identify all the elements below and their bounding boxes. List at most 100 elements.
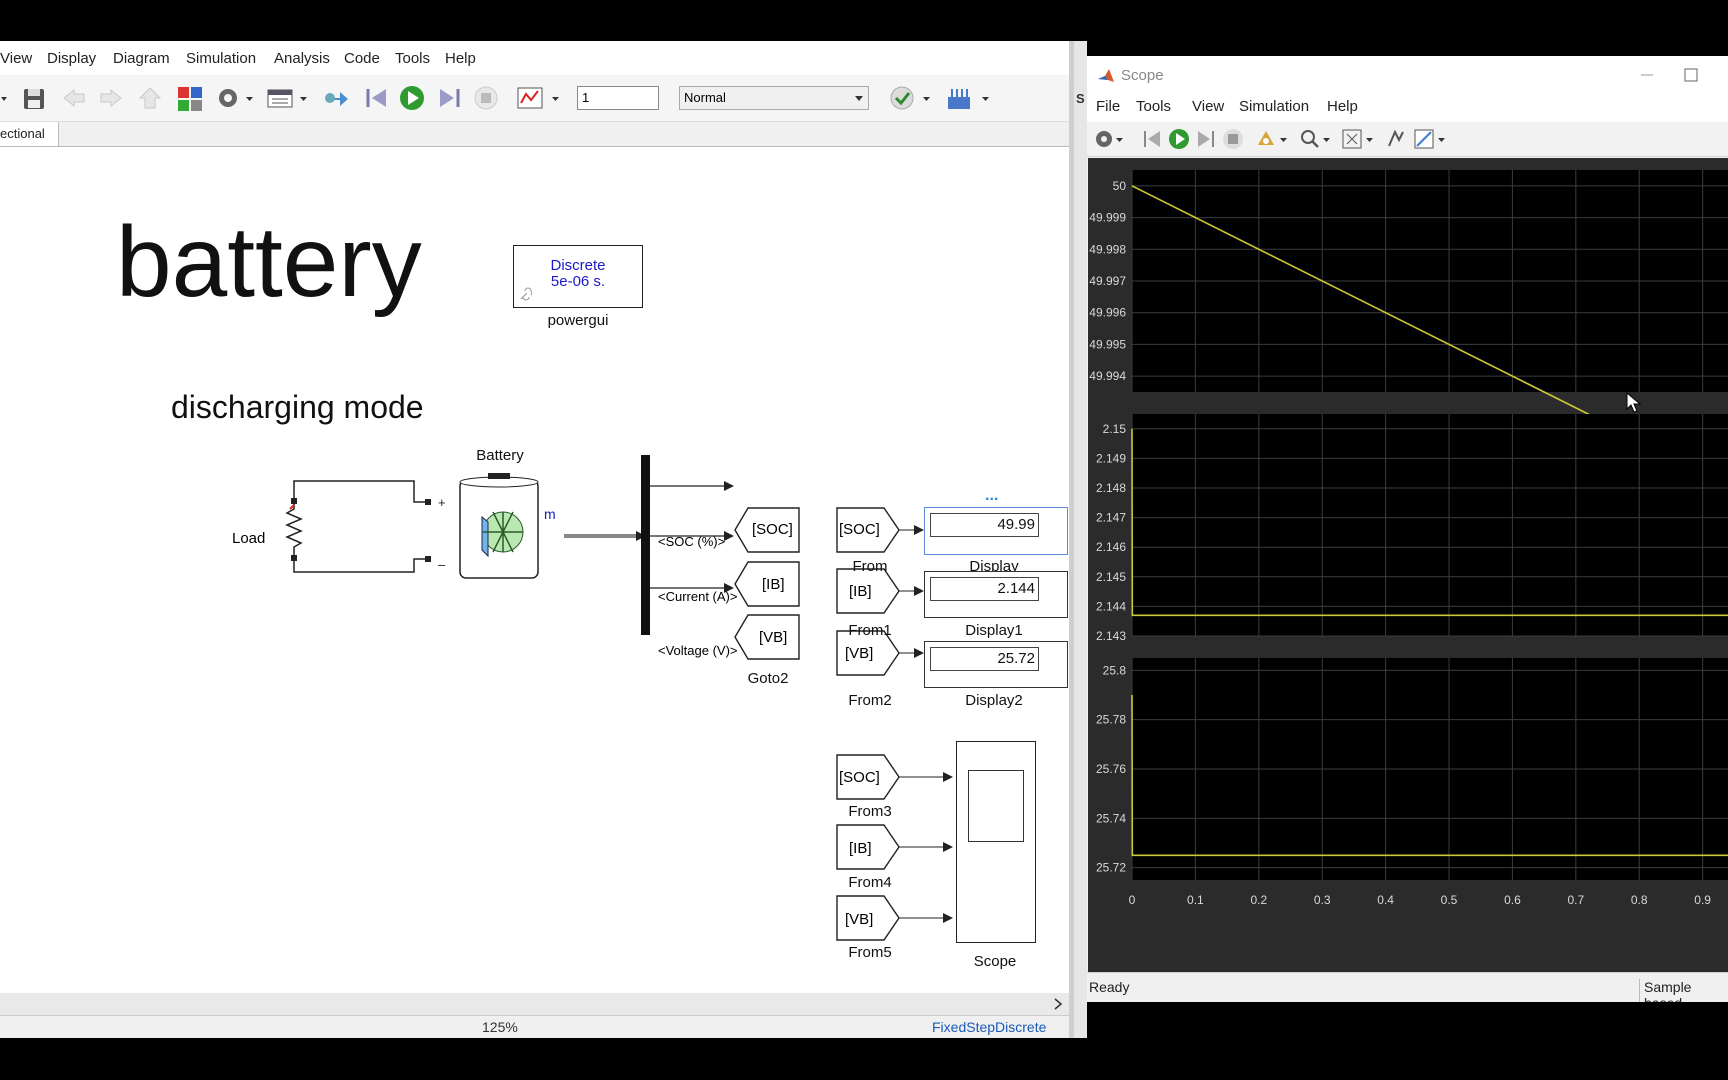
simulink-statusbar: 125% FixedStepDiscrete [0, 1015, 1069, 1038]
chevron-down-icon[interactable] [921, 85, 933, 111]
chevron-down-icon[interactable] [1279, 128, 1289, 150]
link-icon [520, 287, 533, 301]
build-icon[interactable] [945, 85, 973, 111]
powergui-line2: 5e-06 s. [550, 273, 606, 290]
goto-tag-vb: [VB] [759, 629, 788, 646]
y-tick-label: 25.74 [1096, 811, 1126, 825]
menu-simulation[interactable]: Simulation [186, 50, 257, 67]
solver-link[interactable]: FixedStepDiscrete [932, 1019, 1047, 1035]
cursor-measurements-icon[interactable] [1413, 128, 1435, 150]
scope-menu-help[interactable]: Help [1327, 98, 1358, 115]
chevron-down-icon[interactable] [1115, 128, 1125, 150]
model-tab-bar: ectional [0, 122, 1069, 147]
goto-blocks[interactable] [734, 507, 802, 677]
battery-block[interactable] [458, 472, 542, 582]
from5-label: From5 [848, 944, 892, 961]
gear-icon[interactable] [1093, 128, 1115, 150]
scope-block-screen [968, 770, 1024, 842]
data-inspector-icon[interactable] [516, 85, 544, 111]
minimize-icon[interactable] [1637, 66, 1657, 84]
chevron-down-icon[interactable] [550, 85, 562, 111]
up-arrow-icon[interactable] [136, 85, 164, 111]
discharging-mode-annotation: discharging mode [171, 389, 424, 425]
step-forward-icon[interactable] [1195, 128, 1217, 150]
triggers-icon[interactable] [1385, 128, 1407, 150]
simulation-mode-select[interactable]: Normal [679, 86, 869, 110]
display1-block[interactable]: 2.144 [924, 571, 1068, 618]
bus-selector[interactable] [560, 447, 800, 647]
step-back-icon[interactable] [362, 85, 390, 111]
from3-label: From3 [848, 803, 892, 820]
menu-view[interactable]: View [0, 50, 33, 67]
model-title-annotation: battery [116, 206, 422, 318]
scope-menubar: File Tools View Simulation Help [1087, 94, 1728, 122]
y-tick-label: 25.8 [1103, 663, 1127, 677]
zoom-in-icon[interactable] [1299, 128, 1321, 150]
step-forward-icon[interactable] [436, 85, 464, 111]
stop-icon[interactable] [472, 85, 500, 111]
scope-titlebar: Scope [1087, 56, 1728, 94]
horizontal-scrollbar[interactable] [0, 993, 1069, 1015]
menu-tools[interactable]: Tools [395, 50, 431, 67]
background-window-marker: S [1076, 91, 1085, 106]
y-tick-label: 49.997 [1089, 274, 1126, 288]
scope-menu-view[interactable]: View [1192, 98, 1225, 115]
chevron-down-icon[interactable] [298, 85, 310, 111]
menu-diagram[interactable]: Diagram [113, 50, 170, 67]
maximize-icon[interactable] [1681, 66, 1701, 84]
chevron-down-icon[interactable] [1322, 128, 1332, 150]
menu-analysis[interactable]: Analysis [274, 50, 330, 67]
chevron-down-icon[interactable] [244, 85, 256, 111]
forward-arrow-icon[interactable] [97, 85, 125, 111]
menu-help[interactable]: Help [445, 50, 476, 67]
scope-menu-tools[interactable]: Tools [1136, 98, 1172, 115]
autoscale-icon[interactable] [1341, 128, 1363, 150]
chevron-down-icon[interactable] [1437, 128, 1447, 150]
model-explorer-icon[interactable] [266, 85, 294, 111]
step-back-icon[interactable] [1141, 128, 1163, 150]
stop-icon[interactable] [1222, 128, 1244, 150]
run-icon[interactable] [1168, 128, 1190, 150]
y-tick-label: 2.149 [1096, 451, 1126, 465]
scope-menu-file[interactable]: File [1096, 98, 1121, 115]
gear-icon[interactable] [214, 85, 242, 111]
display2-value: 25.72 [930, 647, 1039, 671]
chevron-down-icon [855, 96, 863, 101]
back-arrow-icon[interactable] [60, 85, 88, 111]
library-browser-icon[interactable] [176, 85, 204, 111]
model-tab[interactable]: ectional [0, 122, 59, 146]
battery-label: Battery [476, 447, 524, 464]
load-circuit[interactable]: + – [270, 477, 470, 597]
scope-block[interactable] [956, 741, 1036, 943]
display2-block[interactable]: 25.72 [924, 641, 1068, 688]
scope-chart-svg: 5049.99949.99849.99749.99649.99549.9942.… [1089, 170, 1728, 907]
powergui-block[interactable]: Discrete 5e-06 s. [513, 245, 643, 308]
model-advisor-icon[interactable] [888, 85, 916, 111]
y-tick-label: 2.144 [1096, 599, 1126, 613]
dropdown-arrow-icon[interactable] [0, 85, 28, 111]
bus-signal-voltage: <Voltage (V)> [658, 643, 738, 658]
highlight-icon[interactable] [1255, 128, 1277, 150]
display1-value: 2.144 [930, 577, 1039, 601]
chevron-down-icon[interactable] [980, 85, 992, 111]
from2-tag-vb: [VB] [845, 645, 874, 662]
from4-tag-ib: [IB] [849, 840, 872, 857]
y-tick-label: 25.72 [1096, 861, 1126, 875]
menu-display[interactable]: Display [47, 50, 97, 67]
from-blocks[interactable] [836, 507, 926, 987]
display1-label: Display1 [965, 622, 1023, 639]
scope-menu-simulation[interactable]: Simulation [1239, 98, 1310, 115]
from1-label: From1 [848, 622, 892, 639]
update-diagram-icon[interactable] [322, 85, 350, 111]
chevron-right-icon[interactable] [1053, 998, 1063, 1010]
menu-code[interactable]: Code [344, 50, 380, 67]
window-divider [1069, 41, 1074, 1038]
display-block[interactable]: 49.99 [924, 507, 1068, 555]
stop-time-input[interactable]: 1 [577, 86, 659, 110]
run-icon[interactable] [398, 85, 426, 111]
chevron-down-icon[interactable] [1365, 128, 1375, 150]
model-canvas[interactable]: battery Discrete 5e-06 s. powergui disch… [0, 147, 1069, 997]
y-tick-label: 2.15 [1103, 422, 1127, 436]
save-icon[interactable] [20, 85, 48, 111]
